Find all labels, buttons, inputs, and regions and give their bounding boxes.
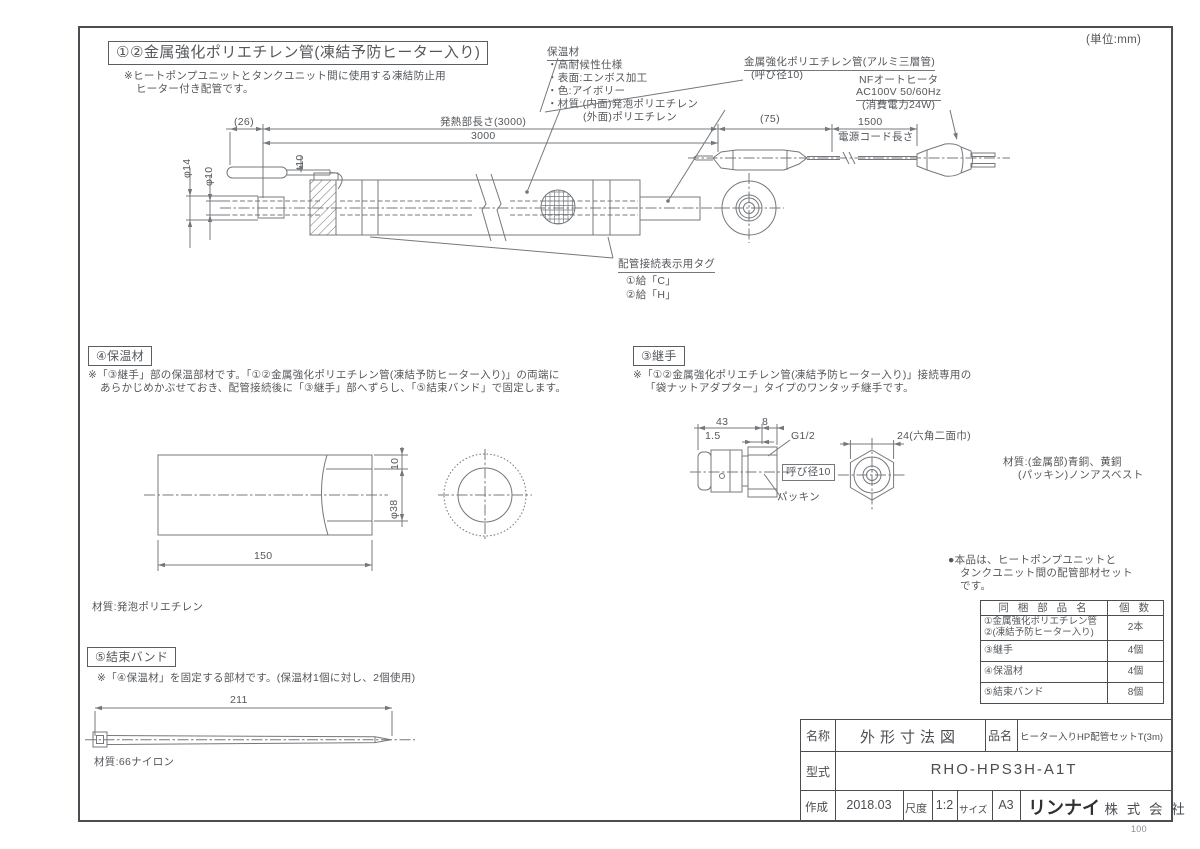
company-suffix: 株 式 会 社 (1104, 802, 1188, 817)
set-note-1: ●本品は、ヒートポンプユニットと (948, 554, 1117, 566)
section-insulation-note-2: あらかじめかぶせておき、配管接続後に「③継手」部へずらし、「⑤結束バンド」で固定… (100, 382, 567, 394)
joint-material-1: 材質:(金属部)青銅、黄銅 (1003, 456, 1122, 468)
titleblock-size-value: A3 (998, 798, 1014, 812)
section-joint-note-1: ※「①②金属強化ポリエチレン管(凍結予防ヒーター入り)」接続専用の (633, 369, 972, 381)
cable-tie-drawing (85, 705, 415, 748)
section-joint-note-2: 「袋ナットアダプター」タイプのワンタッチ継手です。 (645, 382, 914, 394)
heater-label-2: AC100V 50/60Hz (856, 86, 942, 101)
dim-label-211: 211 (230, 694, 248, 706)
insulation-callout-label: 保温材 (547, 46, 580, 61)
joint-packing-label: パッキン (777, 491, 820, 503)
dim-label-cord-length: 電源コード長さ (838, 131, 914, 143)
table-row: ③継手 4個 (980, 639, 1164, 662)
part-name-2: ②(凍結予防ヒーター入り) (984, 626, 1094, 638)
part-name: ⑤結束バンド (980, 681, 1108, 704)
dim-label-150: 150 (254, 550, 273, 562)
part-qty: 4個 (1107, 660, 1164, 683)
dim-label-hex24: 24(六角二面巾) (897, 430, 971, 442)
tag-item-2: ②給「H」 (626, 289, 676, 301)
titleblock-name-label: 名称 (806, 729, 831, 743)
table-row: ⑤結束バンド 8個 (980, 681, 1164, 704)
insulation-item-5: (外面)ポリエチレン (583, 111, 677, 123)
part-name: ①金属強化ポリエチレン管 (984, 616, 1098, 628)
insulation-part-drawing (144, 447, 532, 571)
main-note-2: ヒーター付き配管です。 (136, 83, 254, 95)
section-insulation-title: ④保温材 (88, 346, 152, 367)
company-logo-name: リンナイ (1028, 798, 1100, 818)
section-band-title: ⑤結束バンド (87, 647, 177, 668)
main-assembly-drawing (186, 109, 1010, 259)
titleblock-scale-label: 尺度 (905, 803, 927, 815)
dim-label-75: (75) (760, 113, 780, 125)
part-qty: 4個 (1107, 639, 1164, 662)
insulation-item-3: ・色:アイボリー (547, 85, 626, 97)
tag-callout-label: 配管接続表示用タグ (618, 258, 716, 273)
main-title: ①②金属強化ポリエチレン管(凍結予防ヒーター入り) (108, 41, 489, 65)
pipe-callout-label: 金属強化ポリエチレン管(アルミ三層管) (744, 56, 936, 71)
dim-label-26: (26) (234, 116, 254, 128)
dim-label-3000: 3000 (471, 130, 496, 142)
insulation-item-4: ・材質:(内面)発泡ポリエチレン (547, 98, 699, 110)
main-note-1: ※ヒートポンプユニットとタンクユニット間に使用する凍結防止用 (124, 70, 446, 82)
dim-label-phi38: φ38 (388, 499, 400, 519)
table-row: ④保温材 4個 (980, 660, 1164, 683)
section-band-note: ※「④保温材」を固定する部材です。(保温材1個に対し、2個使用) (97, 672, 416, 684)
insulation-material-label: 材質:発泡ポリエチレン (92, 601, 204, 613)
parts-qty-header: 個 数 (1107, 599, 1164, 617)
titleblock-size-label: サイズ (959, 805, 988, 816)
band-material-label: 材質:66ナイロン (94, 756, 175, 768)
section-joint-title: ③継手 (633, 346, 685, 367)
pipe-bore-label: (呼び径10) (751, 69, 804, 81)
titleblock-scale-value: 1:2 (935, 798, 954, 812)
dim-label-1500: 1500 (858, 116, 883, 128)
titleblock-name-value: 外形寸法図 (859, 729, 960, 746)
company-logo: リンナイ 株 式 会 社 (1028, 794, 1187, 820)
insulation-item-2: ・表面:エンボス加工 (547, 72, 648, 84)
dim-label-heat-length: 発熱部長さ(3000) (440, 116, 527, 128)
joint-bore-label: 呼び径10 (782, 464, 835, 481)
heater-label-1: NFオートヒータ (859, 74, 939, 86)
parts-table-header-row: 同 梱 部 品 名 個 数 (980, 599, 1164, 617)
titleblock-date-value: 2018.03 (846, 798, 892, 812)
set-note-2: タンクユニット間の配管部材セット (960, 567, 1133, 579)
set-note-3: です。 (960, 580, 992, 592)
joint-part-drawing (690, 424, 906, 512)
part-qty: 8個 (1107, 681, 1164, 704)
sheet-number: 100 (1131, 824, 1147, 834)
heater-label-3: (消費電力24W) (862, 99, 936, 111)
unit-note: (単位:mm) (1086, 34, 1142, 46)
insulation-item-1: ・高耐候性仕様 (547, 59, 623, 71)
dim-label-8: 8 (762, 416, 769, 428)
titleblock-item-value: ヒーター入りHP配管セットT(3m) (1020, 732, 1164, 743)
section-insulation-note-1: ※「③継手」部の保温部材です。「①②金属強化ポリエチレン管(凍結予防ヒーター入り… (88, 369, 560, 381)
sheet-border (78, 26, 1173, 822)
dim-label-43: 43 (716, 416, 729, 428)
tag-item-1: ①給「C」 (626, 275, 676, 287)
dim-label-1-5: 1.5 (705, 430, 721, 442)
titleblock-model-label: 型式 (806, 765, 831, 779)
callout-leader-lines (539, 57, 744, 113)
dim-label-thickness-10: 10 (389, 457, 401, 470)
parts-name-header: 同 梱 部 品 名 (980, 599, 1108, 617)
part-qty: 2本 (1107, 615, 1164, 641)
titleblock-item-label: 品名 (988, 729, 1013, 743)
titleblock-date-label: 作成 (805, 802, 828, 814)
part-name: ④保温材 (980, 660, 1108, 683)
joint-material-2: (パッキン)ノンアスベスト (1018, 469, 1144, 481)
dim-label-g12: G1/2 (791, 430, 815, 442)
titleblock-model-value: RHO-HPS3H-A1T (930, 761, 1078, 778)
part-name: ③継手 (980, 639, 1108, 662)
